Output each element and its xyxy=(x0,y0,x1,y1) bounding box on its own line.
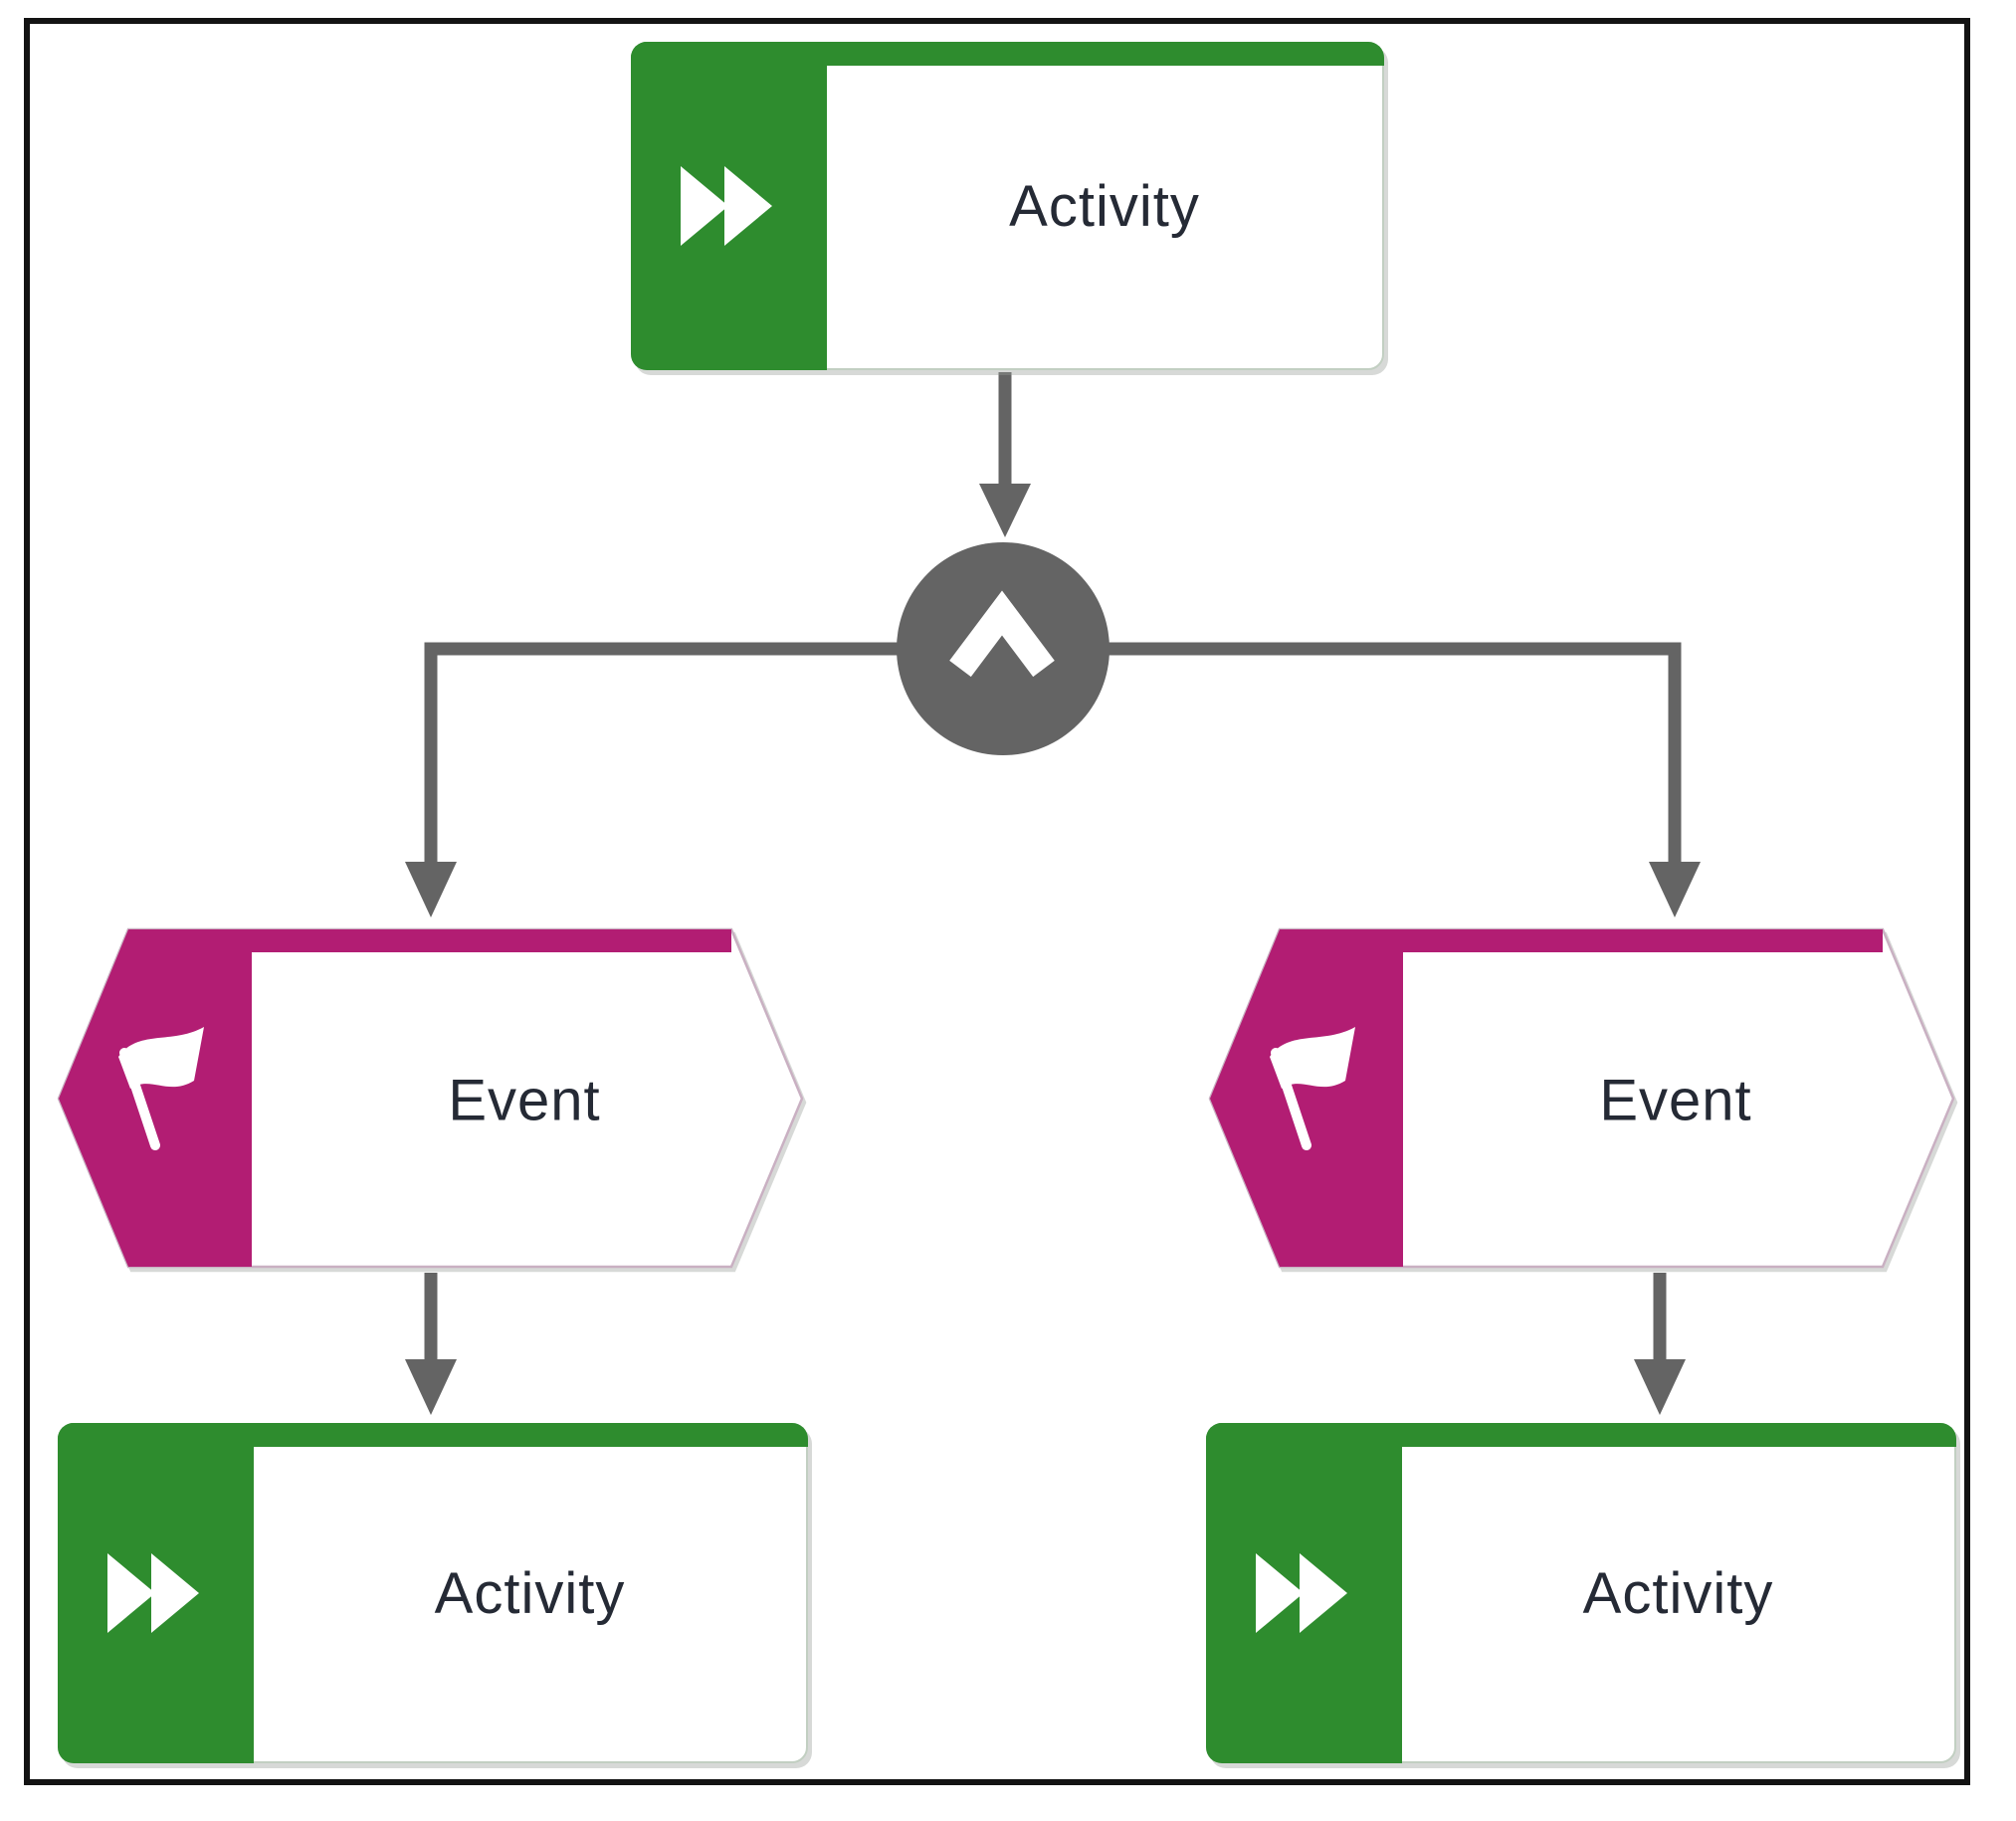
fast-forward-triangle-1 xyxy=(1255,1553,1304,1633)
event-right-magenta-panel xyxy=(1210,929,1403,1267)
edge-connector-to-event-right xyxy=(1003,642,1682,864)
edge-arrowhead-event-left xyxy=(405,862,457,917)
event-left-label: Event xyxy=(448,1069,600,1133)
and-connector-circle xyxy=(897,542,1109,755)
flag-banner xyxy=(1270,1027,1355,1089)
activity-node-left[interactable]: Activity xyxy=(58,1423,808,1763)
fast-forward-triangle-1 xyxy=(106,1553,155,1633)
activity-node-right[interactable]: Activity xyxy=(1206,1423,1956,1763)
event-node-left[interactable]: Event xyxy=(55,925,806,1271)
fast-forward-triangle-2 xyxy=(723,166,772,246)
fast-forward-icon xyxy=(106,1553,199,1633)
event-node-right[interactable]: Event xyxy=(1206,925,1957,1271)
diagram-frame-border xyxy=(24,18,1970,1785)
activity-right-green-tab xyxy=(1206,1423,1402,1763)
activity-top-green-tab xyxy=(631,42,827,370)
fast-forward-triangle-2 xyxy=(150,1553,199,1633)
flag-icon xyxy=(1270,1027,1355,1150)
activity-left-green-tab xyxy=(58,1423,254,1763)
activity-top-label: Activity xyxy=(1009,173,1200,239)
and-connector-node[interactable] xyxy=(896,541,1110,756)
event-left-top-stripe xyxy=(128,929,731,952)
fast-forward-triangle-2 xyxy=(1299,1553,1347,1633)
event-left-magenta-panel xyxy=(59,929,252,1267)
fast-forward-icon xyxy=(1255,1553,1347,1633)
event-right-top-stripe xyxy=(1280,929,1883,952)
activity-node-top[interactable]: Activity xyxy=(631,42,1384,370)
activity-left-label: Activity xyxy=(434,1560,626,1626)
edge-arrowhead-to-connector xyxy=(979,484,1031,537)
chevron-up-icon xyxy=(949,590,1055,678)
fast-forward-icon xyxy=(680,166,772,246)
edge-arrowhead-activity-right xyxy=(1634,1359,1686,1415)
activity-right-label: Activity xyxy=(1582,1560,1774,1626)
event-right-label: Event xyxy=(1599,1069,1751,1133)
edge-arrowhead-activity-left xyxy=(405,1359,457,1415)
fast-forward-triangle-1 xyxy=(680,166,728,246)
edge-arrowhead-event-right xyxy=(1649,862,1701,917)
flag-banner xyxy=(118,1027,204,1089)
flag-icon xyxy=(118,1027,204,1150)
edge-connector-to-event-left xyxy=(424,642,1003,864)
